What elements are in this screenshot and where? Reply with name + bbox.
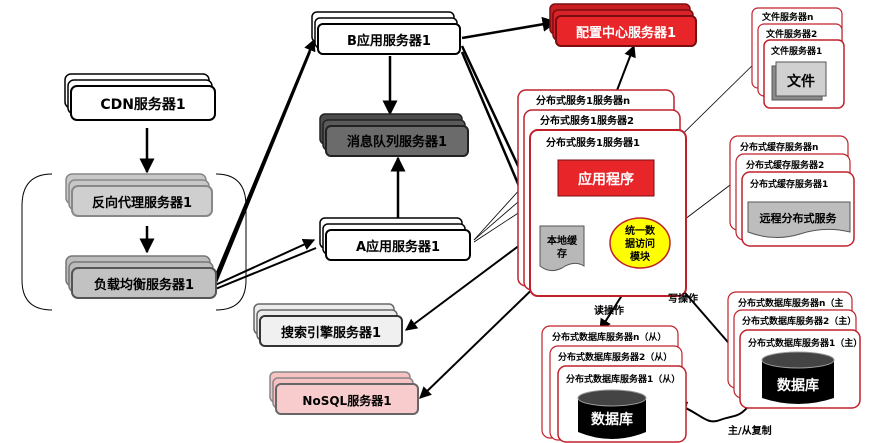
edge-replication (674, 395, 757, 423)
distributed-cache-stack: 分布式缓存服务器n 分布式缓存服务器2 分布式缓存服务器1 远程分布式服务 (729, 135, 855, 247)
search-server: 搜索引擎服务器1 (253, 303, 403, 347)
file-1-label: 文件服务器1 (770, 45, 822, 57)
app-program-box (557, 159, 655, 197)
replication-label: 主/从复制 (728, 424, 772, 437)
b-app-server: B应用服务器1 (311, 11, 461, 55)
dist-service-1-label: 分布式服务1服务器1 (546, 136, 640, 149)
load-balancer-server: 负载均衡服务器1 (65, 255, 217, 299)
app-program-label: 应用程序 (578, 171, 634, 188)
dist-service-n-label: 分布式服务1服务器n (536, 94, 630, 107)
db-master-n-label: 分布式数据库服务器n（主 (738, 297, 843, 309)
cluster-bracket-left (21, 173, 53, 311)
file-doc-label: 文件 (787, 73, 815, 90)
file-n-label: 文件服务器n (761, 11, 813, 23)
db-slave-1-label: 分布式数据库服务器1（从） (566, 373, 680, 385)
mq-label: 消息队列服务器1 (347, 134, 447, 150)
db-slave-2-label: 分布式数据库服务器2（从） (558, 351, 672, 363)
cache-1-label: 分布式缓存服务器1 (750, 178, 828, 190)
edge-lb-a2 (212, 247, 317, 291)
edge-lb-a1 (212, 239, 316, 287)
edge-dist-search (405, 235, 533, 331)
search-label: 搜索引擎服务器1 (281, 325, 381, 341)
reverse-proxy-label: 反向代理服务器1 (92, 195, 192, 211)
uda-ellipse (609, 217, 671, 269)
local-cache-label-1: 本地缓 (547, 234, 578, 247)
a-app-server: A应用服务器1 (319, 217, 471, 261)
dist-service-2-label: 分布式服务1服务器2 (540, 114, 634, 127)
file-2-label: 文件服务器2 (765, 28, 817, 40)
slave-db-label: 数据库 (591, 411, 633, 428)
edge-b-config (461, 16, 558, 40)
distributed-service-stack: 分布式服务1服务器n 分布式服务1服务器2 分布式服务1服务器1 应用程序 本地… (517, 89, 687, 297)
edge-lb-b3 (212, 51, 311, 291)
uda-label-1: 统一数 (625, 224, 656, 237)
slave-db-stack: 分布式数据库服务器n（从） 分布式数据库服务器2（从） 分布式数据库服务器1（从… (541, 325, 687, 443)
cdn-label: CDN服务器1 (100, 96, 185, 113)
nosql-server: NoSQL服务器1 (269, 371, 419, 415)
load-balancer-label: 负载均衡服务器1 (94, 277, 194, 293)
uda-label-2: 据访问 (625, 237, 655, 250)
cache-2-label: 分布式缓存服务器2 (746, 159, 824, 171)
mq-server: 消息队列服务器1 (319, 113, 469, 157)
master-db-label: 数据库 (777, 377, 819, 394)
dist-service-1-box (529, 129, 687, 297)
cdn-server: CDN服务器1 (64, 73, 216, 121)
master-db-stack: 分布式数据库服务器n（主 分布式数据库服务器2（主） 分布式数据库服务器1（主）… (727, 291, 862, 409)
cache-n-label: 分布式缓存服务器n (740, 141, 818, 153)
db-slave-n-label: 分布式数据库服务器n（从） (552, 331, 666, 343)
master-db-cylinder: 数据库 (761, 351, 835, 404)
edge-cache-nosql (419, 273, 549, 399)
db-master-1-label: 分布式数据库服务器1（主） (748, 337, 862, 349)
db-master-2-label: 分布式数据库服务器2（主） (742, 315, 856, 327)
remote-service-label: 远程分布式服务 (760, 211, 838, 225)
slave-db-cylinder: 数据库 (577, 389, 647, 439)
cluster-bracket-right (215, 173, 247, 311)
file-server-stack: 文件服务器n 文件服务器2 文件服务器1 文件 (751, 7, 845, 109)
read-op-label: 读操作 (594, 304, 624, 317)
b-app-label: B应用服务器1 (347, 33, 431, 49)
a-app-label: A应用服务器1 (356, 239, 440, 255)
write-op-label: 写操作 (668, 292, 698, 305)
local-cache-shape (539, 225, 585, 272)
config-label: 配置中心服务器1 (576, 25, 676, 41)
config-server: 配置中心服务器1 (549, 3, 697, 47)
nosql-label: NoSQL服务器1 (302, 393, 391, 408)
uda-label-3: 模块 (630, 250, 651, 263)
reverse-proxy-server: 反向代理服务器1 (65, 173, 213, 217)
local-cache-label-2: 存 (557, 247, 567, 260)
